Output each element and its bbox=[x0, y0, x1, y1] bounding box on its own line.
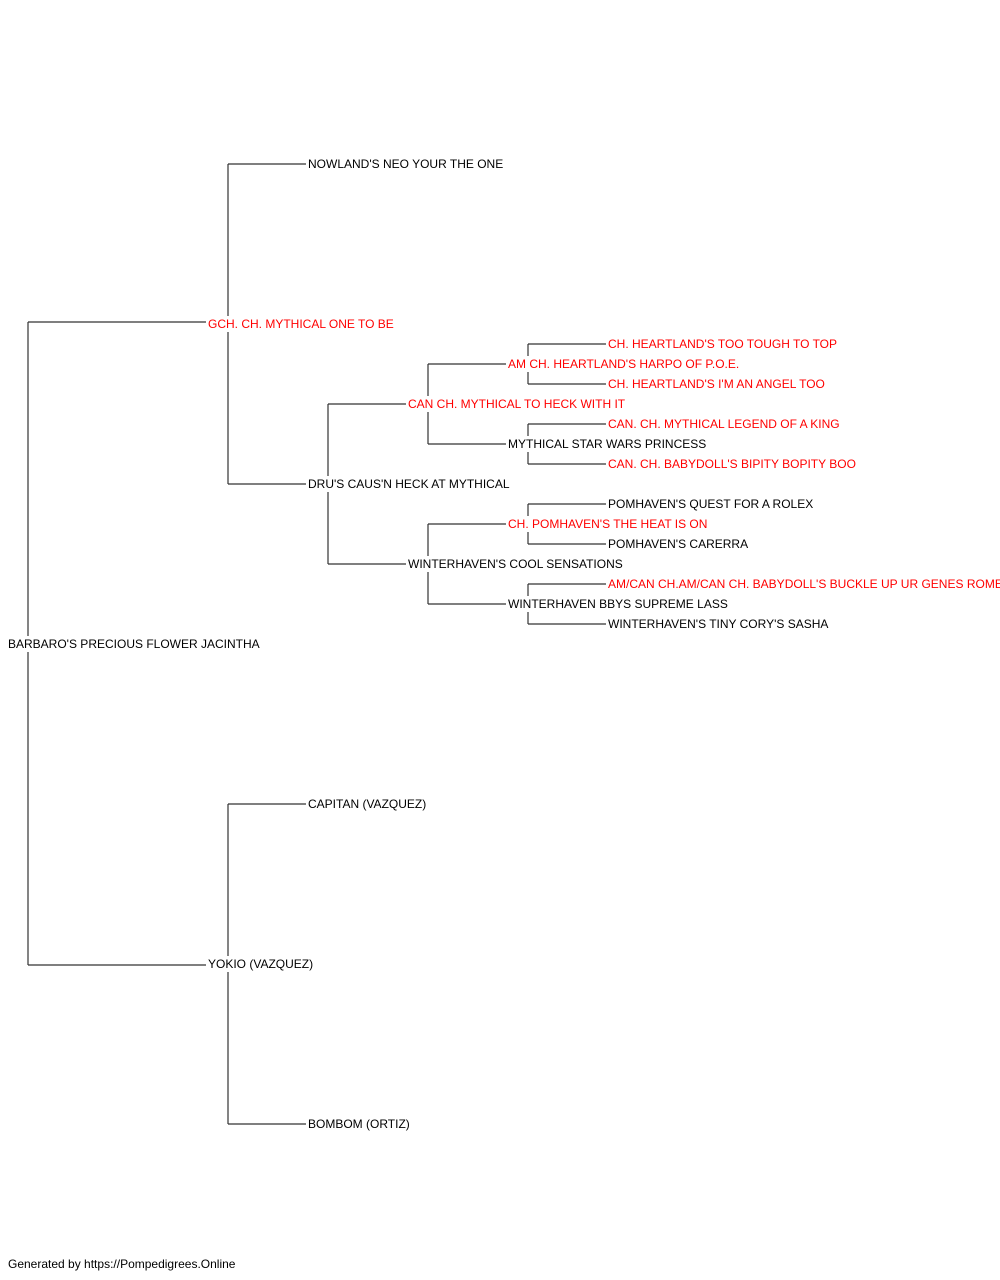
sire-name: CAN CH. MYTHICAL TO HECK WITH IT bbox=[408, 397, 626, 411]
subject-name: BARBARO'S PRECIOUS FLOWER JACINTHA bbox=[8, 637, 260, 651]
sire-name: CH. POMHAVEN'S THE HEAT IS ON bbox=[508, 517, 708, 531]
dam-name: YOKIO (VAZQUEZ) bbox=[208, 957, 314, 971]
dam-name: MYTHICAL STAR WARS PRINCESS bbox=[508, 437, 707, 451]
sire-name: AM CH. HEARTLAND'S HARPO OF P.O.E. bbox=[508, 357, 740, 371]
sire-name: AM/CAN CH.AM/CAN CH. BABYDOLL'S BUCKLE U… bbox=[608, 577, 1000, 591]
footer-credit: Generated by https://Pompedigrees.Online bbox=[8, 1257, 236, 1271]
dam-name: CAN. CH. BABYDOLL'S BIPITY BOPITY BOO bbox=[608, 457, 856, 471]
sire-name: POMHAVEN'S QUEST FOR A ROLEX bbox=[608, 497, 814, 511]
sire-name: GCH. CH. MYTHICAL ONE TO BE bbox=[208, 317, 394, 331]
dam-name: BOMBOM (ORTIZ) bbox=[308, 1117, 410, 1131]
dam-name: DRU'S CAUS'N HECK AT MYTHICAL bbox=[308, 477, 510, 491]
sire-name: NOWLAND'S NEO YOUR THE ONE bbox=[308, 157, 504, 171]
dam-name: WINTERHAVEN BBYS SUPREME LASS bbox=[508, 597, 728, 611]
sire-name: CAN. CH. MYTHICAL LEGEND OF A KING bbox=[608, 417, 840, 431]
dam-name: CH. HEARTLAND'S I'M AN ANGEL TOO bbox=[608, 377, 825, 391]
sire-name: CAPITAN (VAZQUEZ) bbox=[308, 797, 427, 811]
dam-name: WINTERHAVEN'S COOL SENSATIONS bbox=[408, 557, 623, 571]
sire-name: CH. HEARTLAND'S TOO TOUGH TO TOP bbox=[608, 337, 838, 351]
dam-name: POMHAVEN'S CARERRA bbox=[608, 537, 749, 551]
dam-name: WINTERHAVEN'S TINY CORY'S SASHA bbox=[608, 617, 829, 631]
